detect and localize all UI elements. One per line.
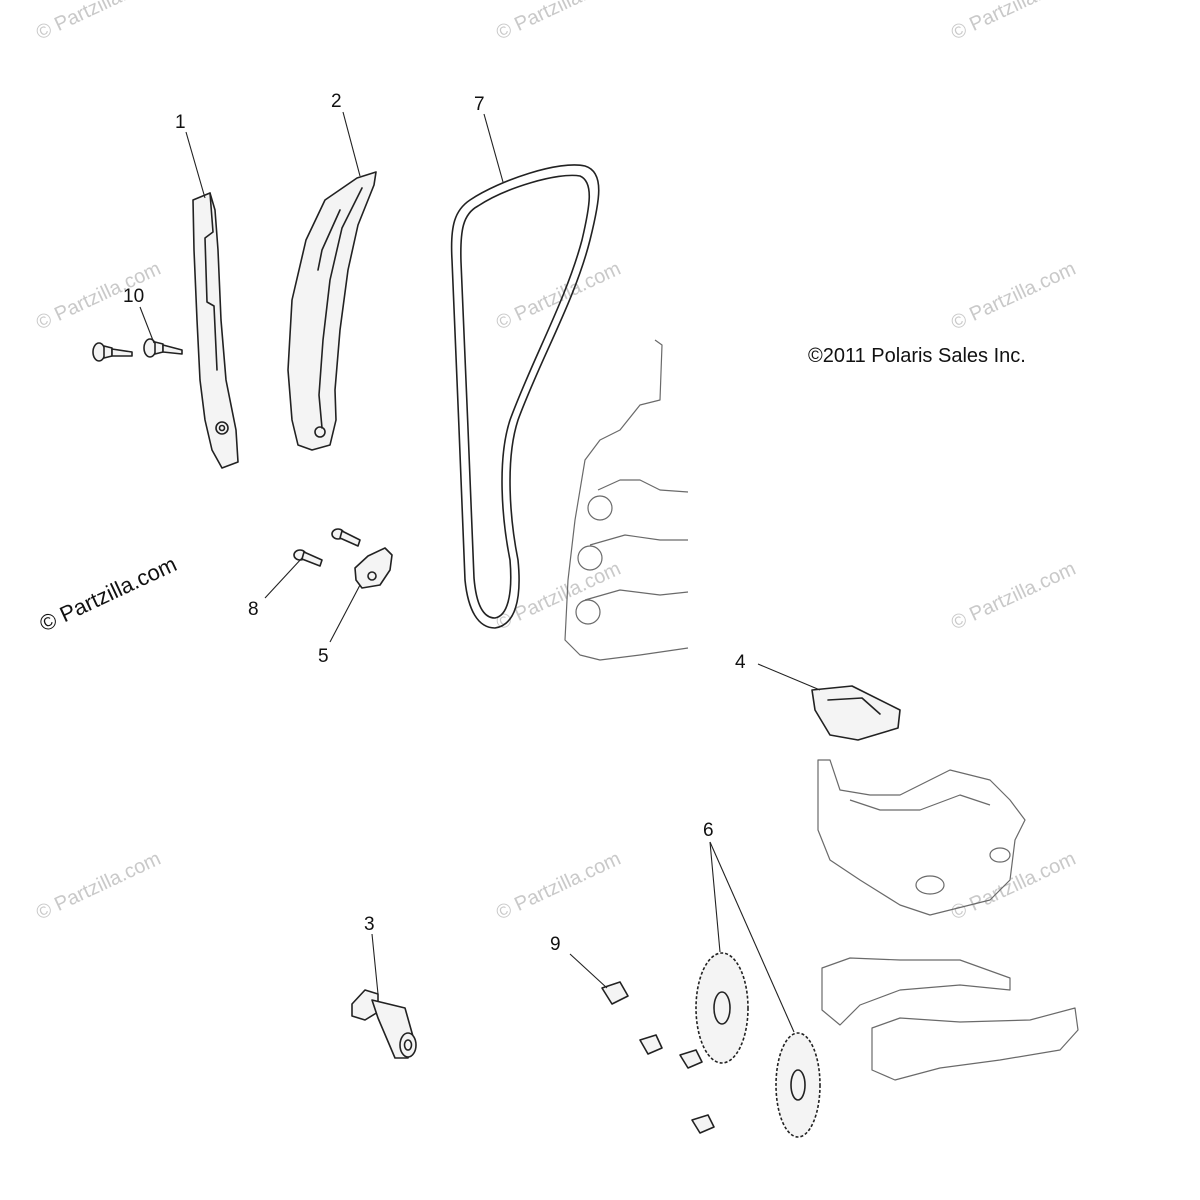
callout-8: 8: [248, 599, 259, 620]
leader-6b: [709, 841, 795, 1033]
leader-5: [329, 584, 361, 643]
part-9-bolts: [601, 981, 715, 1134]
callout-6: 6: [703, 820, 714, 841]
watermark: © Partzilla.com: [33, 0, 164, 45]
leader-7: [483, 113, 504, 183]
watermark: © Partzilla.com: [33, 848, 164, 925]
engine-block-outline: [564, 339, 689, 661]
watermarks: © Partzilla.com © Partzilla.com © Partzi…: [33, 0, 1079, 925]
leader-6a: [709, 841, 721, 953]
leader-4: [757, 663, 821, 691]
part-7-timing-chain: [450, 164, 600, 629]
part-1-chain-guide: [192, 192, 239, 469]
watermark: © Partzilla.com: [948, 0, 1079, 45]
watermark: © Partzilla.com: [948, 848, 1079, 925]
leader-1: [185, 131, 206, 199]
part-3-tensioner: [351, 989, 417, 1059]
watermark: © Partzilla.com: [948, 258, 1079, 335]
leader-9: [569, 953, 608, 989]
leader-3: [371, 933, 379, 995]
callout-2: 2: [331, 91, 342, 112]
part-8-bolts: [293, 528, 361, 567]
part-6-sprockets: [695, 952, 821, 1138]
leader-8: [264, 557, 303, 599]
leader-2: [342, 111, 361, 177]
watermark: © Partzilla.com: [493, 848, 624, 925]
watermark: © Partzilla.com: [493, 558, 624, 635]
callout-1: 1: [175, 112, 186, 133]
watermark: © Partzilla.com: [493, 0, 624, 45]
camshafts-outline: [821, 957, 1079, 1081]
watermark: © Partzilla.com: [33, 258, 164, 335]
part-2-tensioner-blade: [287, 171, 377, 451]
callout-4: 4: [735, 652, 746, 673]
part-5-bracket: [354, 547, 393, 589]
callout-3: 3: [364, 914, 375, 935]
part-4-plate: [811, 685, 901, 741]
callout-5: 5: [318, 646, 329, 667]
cam-carrier-outline: [817, 759, 1026, 916]
watermark-primary: © Partzilla.com: [36, 551, 181, 636]
callout-9: 9: [550, 934, 561, 955]
callout-7: 7: [474, 94, 485, 115]
leader-10: [139, 306, 155, 344]
copyright-text: ©2011 Polaris Sales Inc.: [808, 345, 1026, 367]
watermark: © Partzilla.com: [493, 258, 624, 335]
watermark: © Partzilla.com: [948, 558, 1079, 635]
leader-lines: [139, 111, 821, 1033]
callout-10: 10: [123, 286, 144, 307]
callouts: 1 2 3 4 5 6 7 8 9 10: [123, 91, 746, 955]
part-10-bolts: [92, 338, 183, 362]
